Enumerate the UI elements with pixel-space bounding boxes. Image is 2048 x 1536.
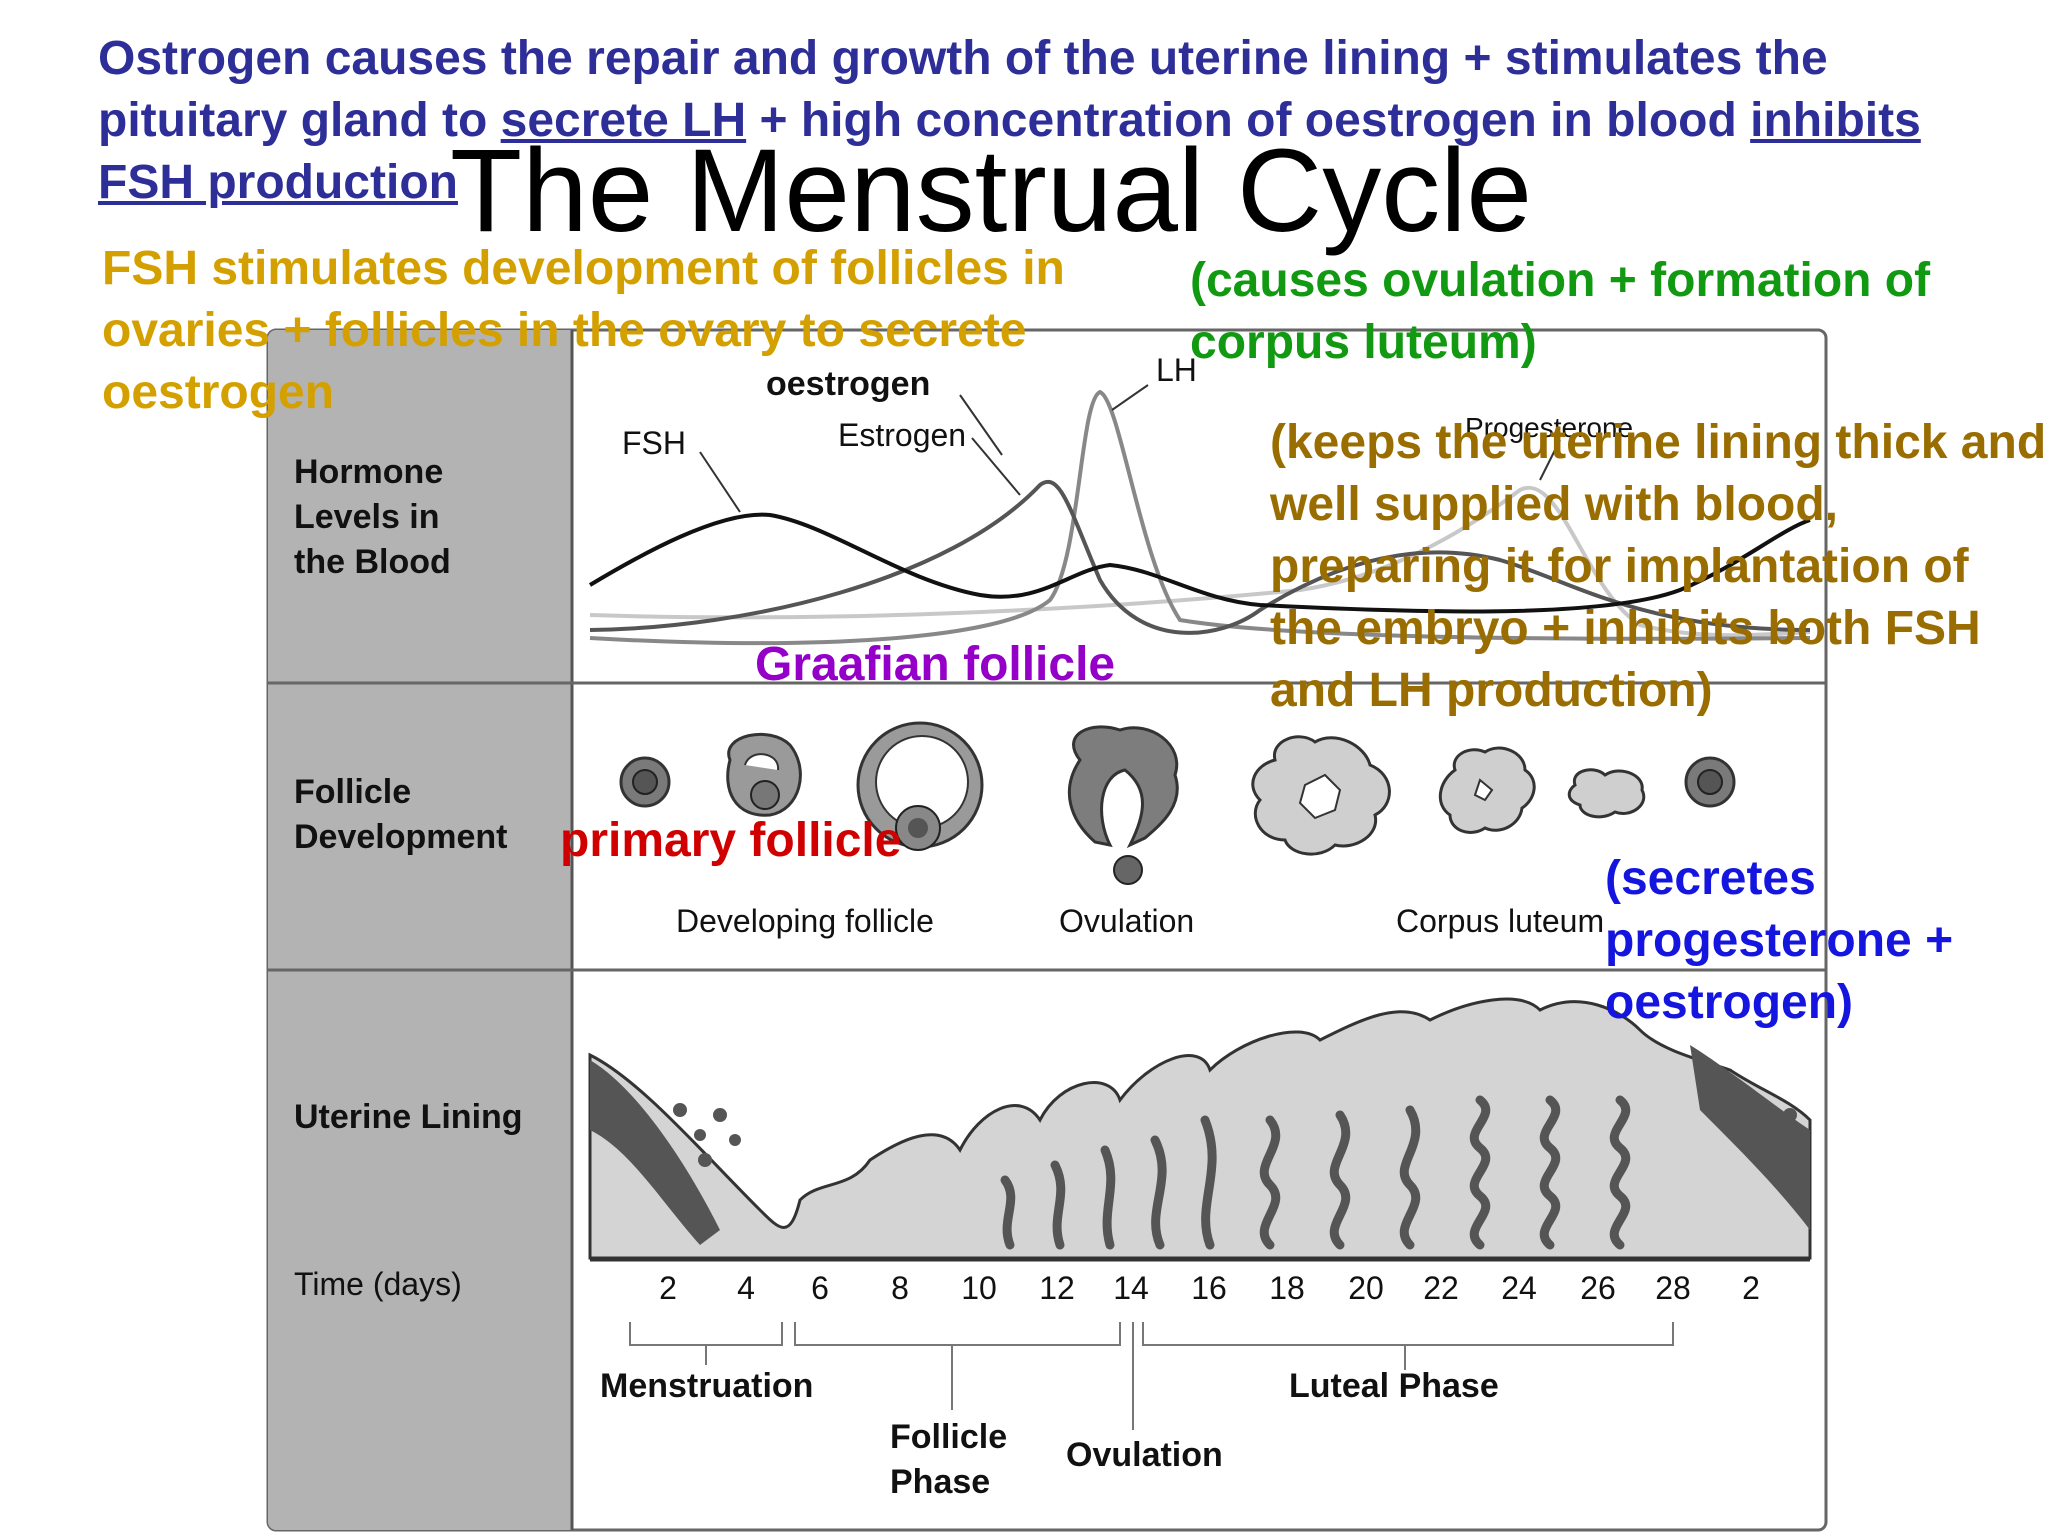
progesterone-leader — [1539, 439, 1561, 481]
ovulation-phase-label: Ovulation — [1066, 1436, 1223, 1474]
time-tick: 22 — [1423, 1270, 1459, 1306]
lh-label: LH — [1156, 352, 1197, 388]
time-tick: 18 — [1269, 1270, 1305, 1306]
oestrogen-note-text: Ostrogen causes the repair and growth of… — [98, 32, 1828, 147]
row-label-hormone: Hormone Levels in the Blood — [294, 450, 451, 585]
developing-follicle-icon — [726, 732, 802, 817]
progesterone-note-line: and LH production) — [1270, 664, 1713, 717]
oestrogen-annotation: oestrogen — [766, 365, 931, 403]
row-label-line: the Blood — [294, 543, 451, 581]
progesterone-curve — [589, 485, 1811, 638]
row-label-time: Time (days) — [294, 1266, 462, 1302]
slide-title: The Menstrual Cycle — [450, 125, 1533, 257]
ovum-icon — [1113, 855, 1143, 885]
fsh-curve — [588, 512, 1811, 614]
row-label-line: Hormone — [294, 453, 444, 491]
time-tick: 26 — [1580, 1270, 1616, 1306]
menstruation-label: Menstruation — [600, 1367, 814, 1405]
oestrogen-leader — [959, 394, 1003, 456]
hormone-curves — [588, 389, 1811, 646]
time-tick: 6 — [811, 1270, 829, 1306]
time-tick: 2 — [659, 1270, 677, 1306]
estrogen-label: Estrogen — [838, 417, 967, 453]
corpus-albicans-icon — [1567, 768, 1646, 819]
lh-leader — [1111, 384, 1149, 411]
primary-follicle-note: primary follicle — [560, 814, 902, 867]
fsh-note: FSH stimulates development of follicles … — [102, 242, 1065, 419]
time-tick: 2 — [1742, 1270, 1760, 1306]
fsh-leader — [699, 451, 741, 513]
row-label-line: Follicle — [294, 773, 412, 811]
row-label-uterine: Uterine Lining — [294, 1098, 523, 1136]
follicle-stages — [619, 721, 1736, 885]
time-tick: 8 — [891, 1270, 909, 1306]
follicle-phase-label: Follicle Phase — [890, 1415, 1007, 1505]
time-tick: 12 — [1039, 1270, 1075, 1306]
inhibits-fsh-link: inhibits FSH production — [98, 94, 1921, 209]
progesterone-note-line: well supplied with blood, — [1270, 478, 1838, 531]
row-label-column — [268, 330, 572, 1530]
uterine-lining — [588, 997, 1812, 1260]
time-tick: 20 — [1348, 1270, 1384, 1306]
follicle-phase-line: Follicle — [890, 1418, 1008, 1456]
time-tick: 24 — [1501, 1270, 1537, 1306]
oestrogen-note: Ostrogen causes the repair and growth of… — [98, 28, 1998, 214]
progesterone-note-line: the embryo + inhibits both FSH — [1270, 602, 1981, 655]
corpus-luteum-note: (secretes progesterone + oestrogen) — [1605, 852, 1954, 1029]
time-tick: 14 — [1113, 1270, 1149, 1306]
progesterone-note: (keeps the uterine lining thick and well… — [1270, 412, 2048, 722]
developing-follicle-label: Developing follicle — [676, 903, 934, 939]
time-tick: 4 — [737, 1270, 755, 1306]
graafian-follicle-note: Graafian follicle — [755, 638, 1116, 691]
ovulation-stage-label: Ovulation — [1059, 903, 1195, 939]
estrogen-curve — [589, 479, 1811, 635]
luteal-phase-label: Luteal Phase — [1289, 1367, 1499, 1405]
time-tick: 10 — [961, 1270, 997, 1306]
ovulation-follicle-icon — [1067, 725, 1179, 849]
phase-brackets — [629, 1322, 1674, 1430]
row-label-line: Levels in — [294, 498, 440, 536]
progesterone-note-line: (keeps the uterine lining thick and — [1270, 416, 2047, 469]
oestrogen-note-text: + high concentration of oestrogen in blo… — [746, 94, 1751, 147]
time-tick: 16 — [1191, 1270, 1227, 1306]
progesterone-label: Progesterone — [1465, 412, 1634, 443]
estrogen-leader — [971, 437, 1021, 496]
secrete-lh-link: secrete LH — [500, 94, 747, 147]
row-label-follicle: Follicle Development — [294, 770, 508, 860]
corpus-luteum-label: Corpus luteum — [1396, 903, 1605, 939]
follicle-phase-line: Phase — [890, 1463, 991, 1501]
lh-curve — [589, 389, 1811, 646]
time-tick: 28 — [1655, 1270, 1691, 1306]
lh-note: (causes ovulation + formation of corpus … — [1190, 254, 1931, 369]
row-label-line: Development — [294, 818, 508, 856]
progesterone-note-line: preparing it for implantation of — [1270, 540, 1969, 593]
fsh-label: FSH — [622, 425, 686, 461]
